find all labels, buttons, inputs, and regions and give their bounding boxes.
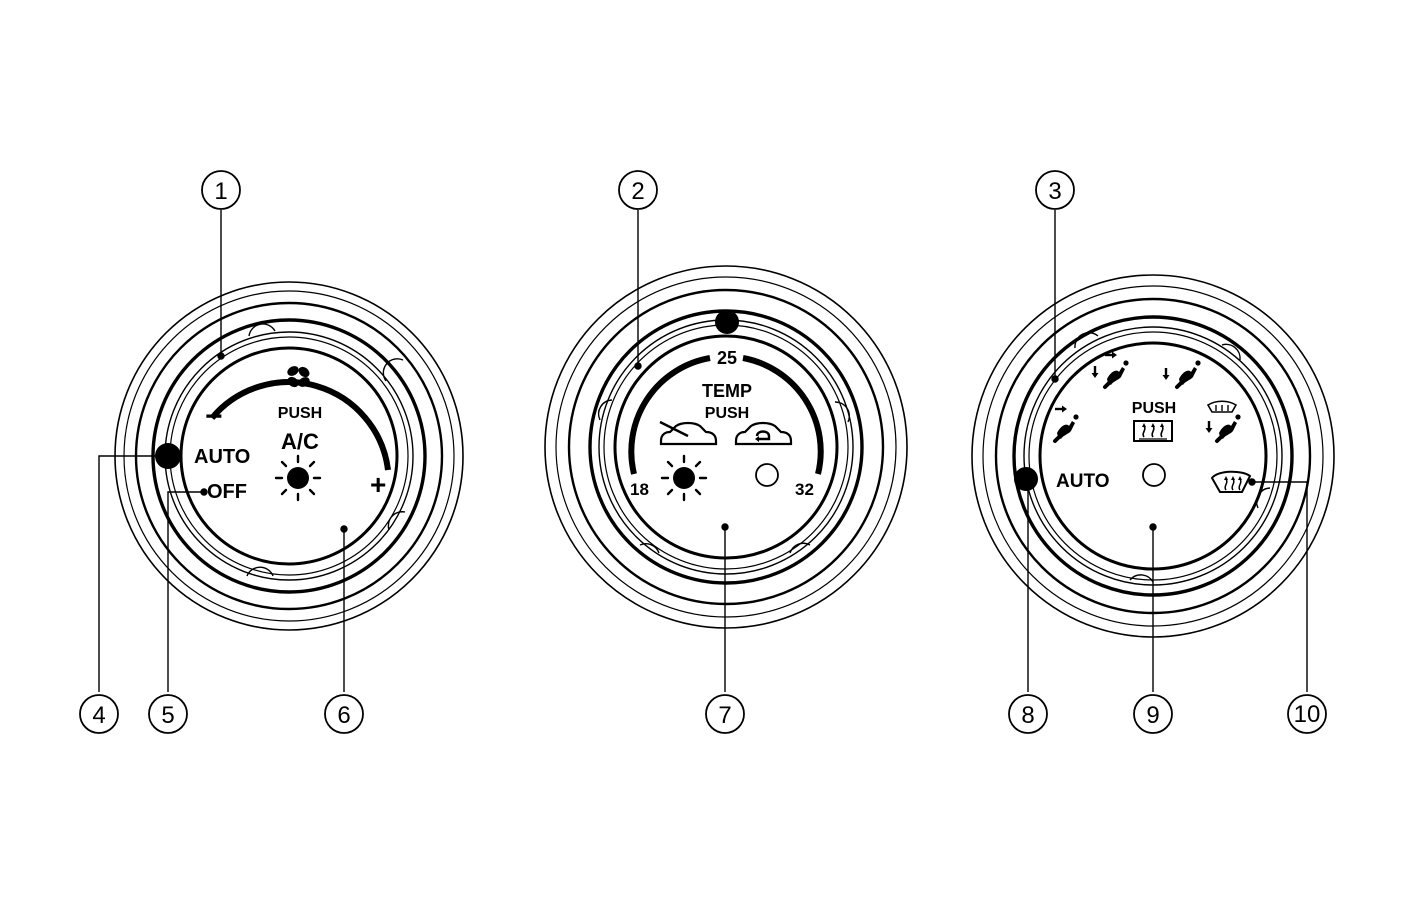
front-defroster-icon	[1210, 470, 1252, 493]
callout-1: 1	[201, 170, 241, 210]
temp-indicator-light	[755, 463, 779, 487]
svg-text:3: 3	[1048, 178, 1061, 205]
svg-text:4: 4	[92, 702, 105, 729]
temp-mark-18: 18	[630, 480, 649, 499]
fan-icon	[287, 366, 310, 388]
callout-7: 7	[705, 694, 745, 734]
fan-push-label: PUSH	[278, 405, 322, 422]
callout-6: 6	[324, 694, 364, 734]
temp-mark-25: 25	[717, 348, 737, 368]
fresh-air-car-icon	[659, 420, 718, 446]
auto-label: AUTO	[194, 446, 250, 468]
svg-text:6: 6	[337, 702, 350, 729]
off-label: OFF	[207, 481, 247, 503]
fan-minus-label: −	[205, 400, 223, 433]
svg-text:5: 5	[161, 702, 174, 729]
vent-mode-icon	[1053, 404, 1081, 443]
svg-text:7: 7	[718, 702, 731, 729]
svg-text:10: 10	[1294, 701, 1321, 728]
leader-lines	[98, 210, 1308, 692]
foot-mode-icon	[1161, 358, 1203, 389]
temperature-dial[interactable]	[544, 265, 908, 629]
mode-auto-label: AUTO	[1056, 471, 1109, 492]
svg-text:2: 2	[631, 178, 644, 205]
sun-icon	[274, 454, 322, 502]
callout-9: 9	[1133, 694, 1173, 734]
rear-defroster-icon	[1133, 420, 1173, 442]
temp-label: TEMP	[702, 381, 752, 401]
mode-auto-button[interactable]	[1014, 467, 1038, 491]
callout-3: 3	[1035, 170, 1075, 210]
temperature-indicator	[715, 310, 739, 334]
ac-label: A/C	[281, 429, 319, 454]
fan-plus-label: +	[370, 469, 386, 500]
temperature-scale	[628, 355, 824, 475]
fan-speed-scale	[209, 379, 391, 471]
svg-text:1: 1	[214, 178, 227, 205]
callout-4: 4	[79, 694, 119, 734]
callout-10: 10	[1287, 694, 1327, 734]
callout-5: 5	[148, 694, 188, 734]
callout-2: 2	[618, 170, 658, 210]
mode-indicator-light	[1142, 463, 1166, 487]
sun-icon	[660, 454, 708, 502]
svg-text:8: 8	[1021, 702, 1034, 729]
recirculation-car-icon	[734, 421, 793, 446]
callout-8: 8	[1008, 694, 1048, 734]
temp-mark-32: 32	[795, 480, 814, 499]
foot-defrost-mode-icon	[1204, 400, 1243, 443]
auto-button[interactable]	[155, 443, 181, 469]
mode-push-label: PUSH	[1132, 400, 1176, 417]
svg-text:9: 9	[1146, 702, 1159, 729]
temp-push-label: PUSH	[705, 405, 749, 422]
